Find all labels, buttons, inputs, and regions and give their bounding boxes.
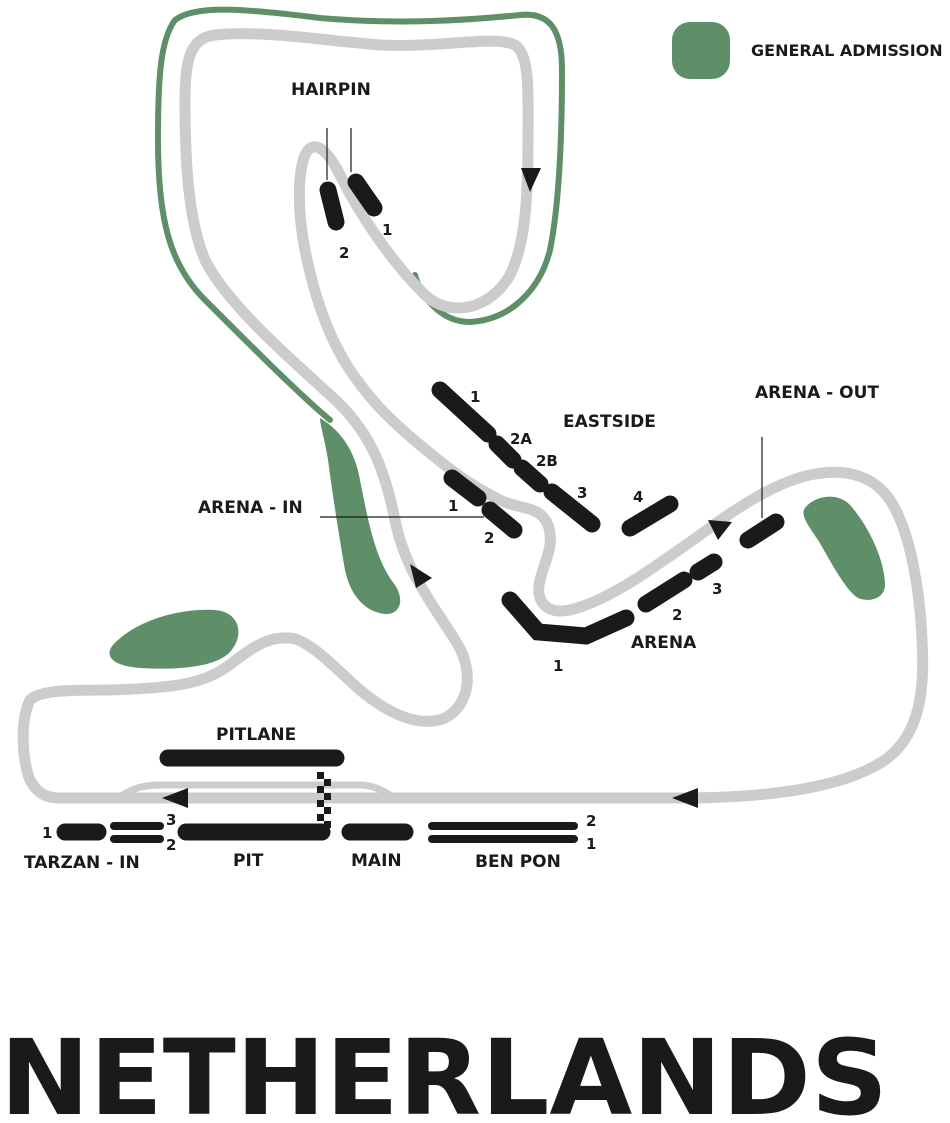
area-label-arena: ARENA	[631, 633, 697, 653]
legend-swatch	[672, 22, 730, 79]
grandstand-eastside-3	[543, 483, 601, 533]
grandstand-eastside-4	[621, 495, 679, 537]
stand-number: 3	[712, 580, 722, 598]
grandstands	[56, 173, 785, 843]
stand-number: 2B	[536, 452, 558, 470]
stand-number: 2	[672, 606, 682, 624]
stand-number: 1	[470, 388, 480, 406]
track	[17, 28, 929, 804]
stand-number: 1	[586, 835, 596, 853]
grandstand-arena-1	[501, 591, 635, 645]
direction-arrow-icon	[521, 168, 541, 192]
stand-number: 2	[339, 244, 349, 262]
area-label-arena-out: ARENA - OUT	[755, 383, 879, 403]
stand-number-labels: 2 1 1 2A 2B 3 4 1 2 1 2 3 1 3 2 2 1	[42, 221, 722, 854]
area-label-hairpin: HAIRPIN	[291, 80, 371, 100]
direction-arrow-icon	[708, 520, 732, 540]
ga-area-arena-in	[320, 418, 401, 615]
area-label-arena-in: ARENA - IN	[198, 498, 303, 518]
grandstand-hairpin-2	[319, 181, 345, 231]
general-admission-areas	[109, 22, 885, 669]
grandstand-eastside-2a	[488, 435, 522, 469]
ga-area-arena-out	[803, 496, 885, 600]
stand-number: 2	[484, 529, 494, 547]
track-main-loop	[17, 28, 929, 804]
direction-arrows	[162, 168, 732, 808]
stand-number: 2	[166, 836, 176, 854]
direction-arrow-icon	[672, 788, 698, 808]
ga-outline-hunserug	[155, 6, 565, 423]
page-title: NETHERLANDS	[0, 1017, 888, 1123]
grandstand-hairpin-1	[347, 173, 383, 217]
area-label-ben-pon: BEN PON	[475, 852, 561, 872]
grandstand-arena-out	[739, 513, 785, 549]
direction-arrow-icon	[410, 564, 432, 588]
area-label-eastside: EASTSIDE	[563, 412, 656, 432]
grandstand-arena-3	[689, 553, 723, 581]
stand-number: 3	[166, 811, 176, 829]
leader-lines	[320, 128, 763, 518]
stand-number: 1	[42, 824, 52, 842]
stand-number: 3	[577, 484, 587, 502]
area-labels: HAIRPIN EASTSIDE ARENA - OUT ARENA - IN …	[24, 80, 879, 873]
grandstand-arena-in-2	[481, 501, 523, 539]
start-finish-line	[317, 772, 331, 828]
area-label-pit: PIT	[233, 851, 264, 871]
grandstand-eastside-1	[431, 381, 497, 443]
stand-number: 1	[553, 657, 563, 675]
stand-number: 2A	[510, 430, 532, 448]
direction-arrow-icon	[162, 788, 188, 808]
stand-number: 1	[448, 497, 458, 515]
stand-number: 4	[633, 488, 643, 506]
stand-number: 1	[382, 221, 392, 239]
pit-lane	[114, 781, 399, 802]
grandstand-arena-in-1	[443, 469, 487, 507]
grandstand-eastside-2b	[513, 459, 549, 493]
area-label-tarzan-in: TARZAN - IN	[24, 853, 140, 873]
ga-area-tarzan	[109, 609, 239, 669]
legend-label: GENERAL ADMISSION	[751, 41, 943, 60]
area-label-main: MAIN	[351, 851, 402, 871]
area-label-pitlane: PITLANE	[216, 725, 296, 745]
grandstand-arena-2	[637, 571, 693, 613]
stand-number: 2	[586, 812, 596, 830]
